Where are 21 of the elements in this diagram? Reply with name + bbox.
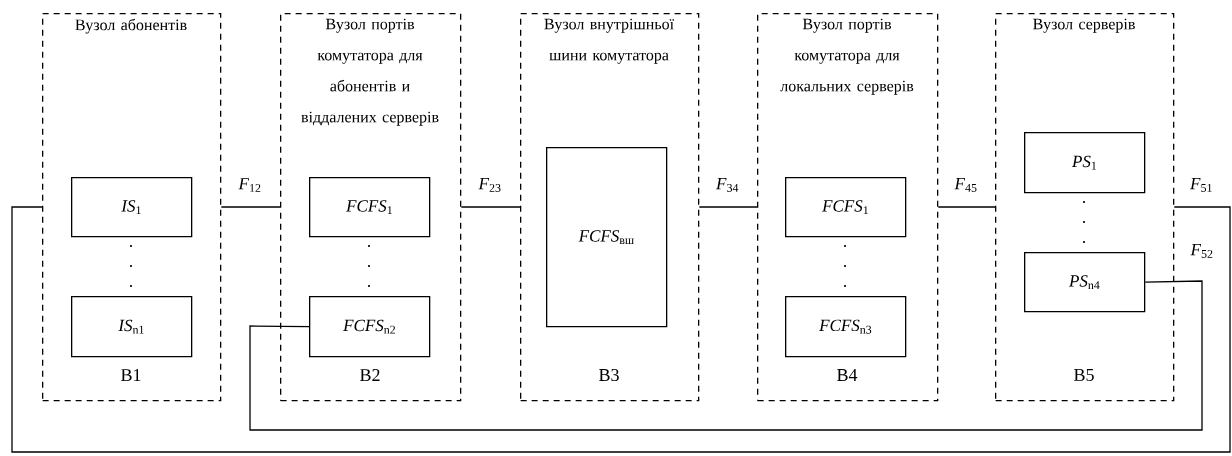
process-box: PS$_{n4}$	[1024, 252, 1146, 313]
connector-line	[220, 206, 281, 208]
process-box: IS$_{1}$	[71, 177, 193, 238]
process-box: FCFS$_{n3}$	[785, 296, 907, 358]
process-box: FCFS$_{1}$	[309, 177, 431, 238]
connector-line	[249, 280, 1203, 431]
process-box: IS$_{n1}$	[71, 296, 193, 358]
edge-label: F$_{45}$	[954, 178, 977, 192]
process-box: FCFS$_{1}$	[785, 177, 907, 238]
connector-line	[460, 206, 521, 208]
process-box: FCFS$_{n2}$	[309, 296, 431, 358]
edge-label: F$_{34}$	[715, 178, 739, 192]
edge-label: F$_{12}$	[238, 178, 261, 192]
process-box: PS$_{1}$	[1024, 132, 1146, 194]
edge-label: F$_{52}$	[1190, 244, 1213, 258]
connector-line	[698, 206, 758, 208]
connector-line	[937, 206, 996, 208]
process-box: FCFS$_{вш}$	[546, 147, 668, 328]
edge-label: F$_{51}$	[1189, 178, 1212, 192]
edge-label: F$_{23}$	[478, 178, 501, 192]
connector-line	[11, 206, 1231, 453]
